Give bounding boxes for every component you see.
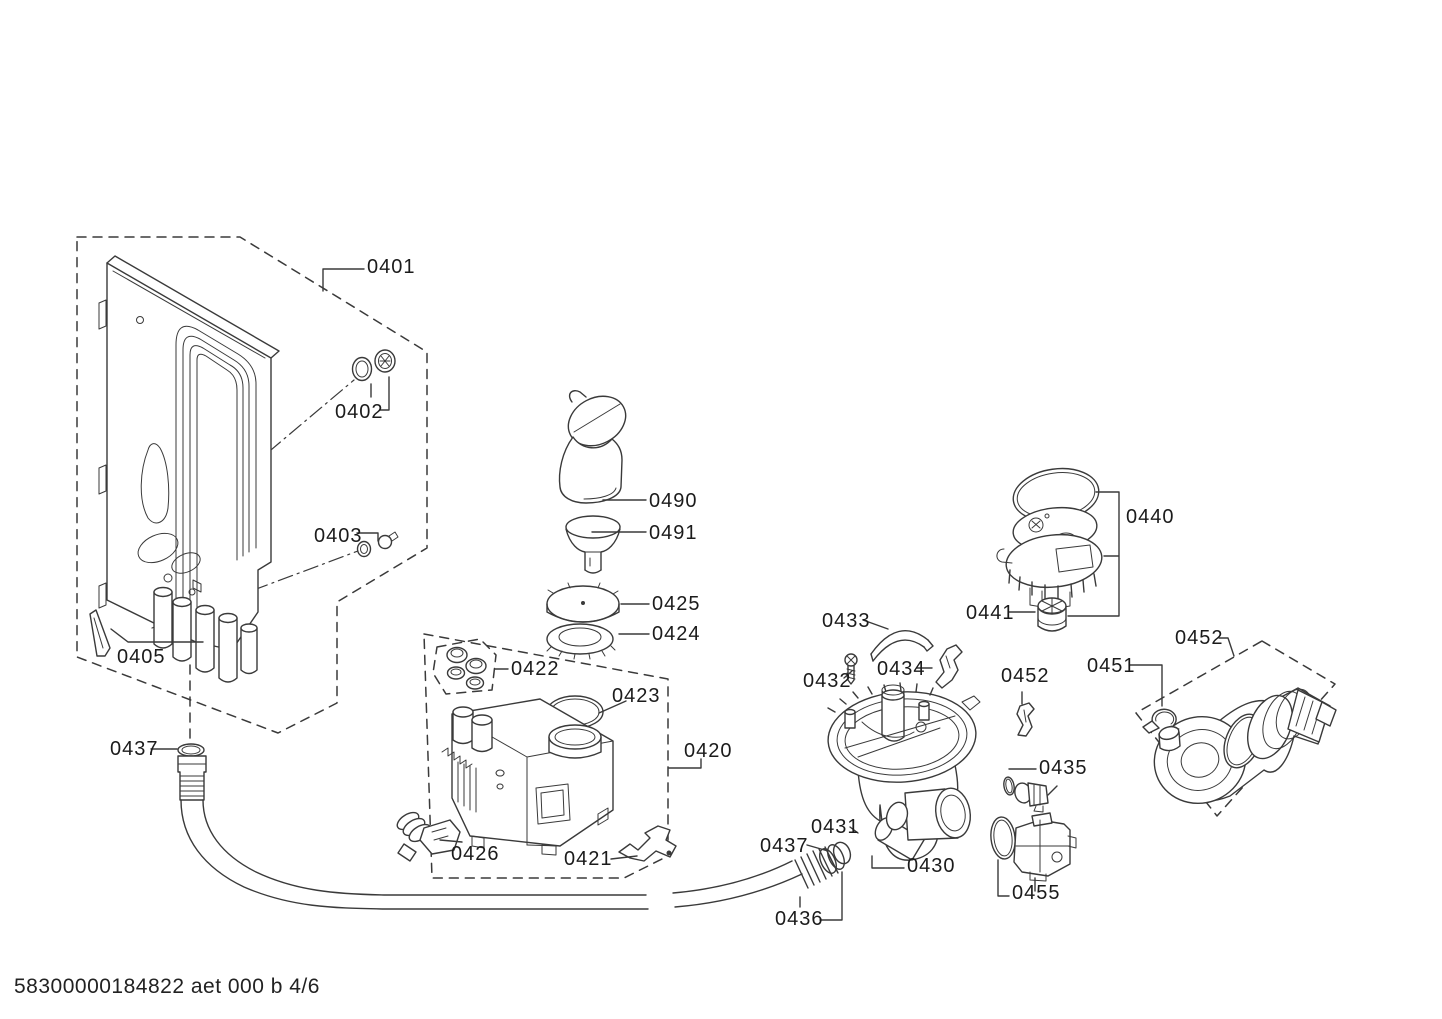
callout-0402: 0402 [335, 401, 384, 423]
callout-0430: 0430 [907, 855, 956, 877]
document-code: 58300000184822 aet 000 b 4/6 [14, 975, 320, 998]
part-seal-kit-0422 [446, 646, 487, 690]
callout-0432: 0432 [803, 670, 852, 692]
callout-0455: 0455 [1012, 882, 1061, 904]
callout-0424: 0424 [652, 623, 701, 645]
callout-0431: 0431 [811, 816, 860, 838]
part-pin-0405 [89, 609, 111, 657]
part-measuring-jug-0490 [558, 390, 627, 504]
callout-0425: 0425 [652, 593, 701, 615]
callout-0440: 0440 [1126, 506, 1175, 528]
part-sump-assembly [827, 682, 981, 861]
callout-0491: 0491 [649, 522, 698, 544]
callout-0437-right: 0437 [760, 835, 809, 857]
part-funnel-0491 [565, 515, 621, 574]
part-clamp-0451 [1142, 708, 1180, 734]
callout-0452-clip: 0452 [1001, 665, 1050, 687]
callout-0405: 0405 [117, 646, 166, 668]
callout-0422: 0422 [511, 658, 560, 680]
dashed-box-0452 [1135, 640, 1336, 817]
part-elbow-fitting-0426 [396, 811, 461, 862]
callout-0451: 0451 [1087, 655, 1136, 677]
callout-0437-left: 0437 [110, 738, 159, 760]
part-drain-valve-0455 [990, 812, 1077, 882]
hose-corrugation [794, 846, 839, 889]
callout-0452-box: 0452 [1175, 627, 1224, 649]
callout-0421: 0421 [564, 848, 613, 870]
part-clip-0421 [618, 825, 677, 862]
part-softener-tank-0420 [441, 698, 614, 856]
callout-0401: 0401 [367, 256, 416, 278]
sump-rim-scallops [827, 682, 934, 713]
callout-0423: 0423 [612, 685, 661, 707]
part-side-panel [98, 255, 280, 683]
panel-manifold [153, 579, 258, 683]
part-hose-left-0437 [177, 743, 649, 910]
part-sensor-0441 [1037, 597, 1067, 632]
callout-0490: 0490 [649, 490, 698, 512]
callout-0434: 0434 [877, 658, 926, 680]
part-seal-ring-0424 [546, 623, 616, 660]
part-screw-0432 [844, 653, 858, 685]
callout-0420: 0420 [684, 740, 733, 762]
callout-0436: 0436 [775, 908, 824, 930]
callout-0426: 0426 [451, 843, 500, 865]
dashed-box-0422 [432, 638, 497, 695]
callout-0435: 0435 [1039, 757, 1088, 779]
part-pump-head-0440 [996, 467, 1103, 609]
part-screw-plug-0403 [356, 531, 399, 558]
part-seal-ring-0402 [351, 349, 396, 382]
callout-0403: 0403 [314, 525, 363, 547]
part-bracket-0433 [870, 630, 934, 662]
part-circulation-pump-0452 [1153, 687, 1337, 805]
part-gasket-0437-right [832, 841, 852, 865]
part-salt-cap-0425 [546, 582, 620, 623]
part-clip-0452 [1016, 702, 1035, 737]
callout-0433: 0433 [822, 610, 871, 632]
dashed-box-0401 [76, 236, 428, 734]
callout-0441: 0441 [966, 602, 1015, 624]
leader-lines [110, 268, 1235, 921]
part-clip-0434 [935, 644, 963, 689]
part-fitting-0435 [1003, 776, 1049, 813]
